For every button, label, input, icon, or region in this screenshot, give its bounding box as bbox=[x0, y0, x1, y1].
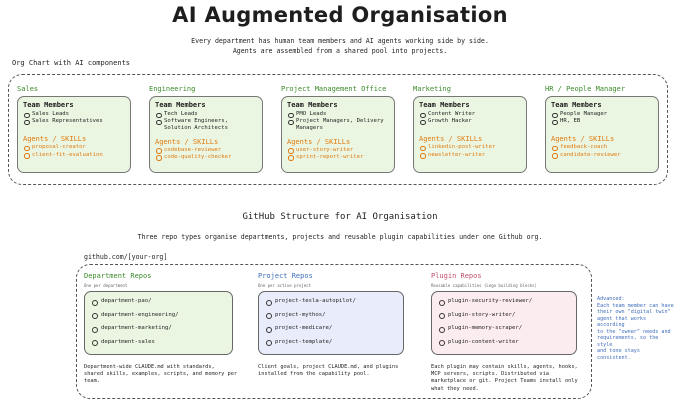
repo-item: project-medicare/ bbox=[265, 322, 397, 336]
team-member: Tech Leads bbox=[155, 111, 257, 119]
department-name-sales: Sales bbox=[17, 85, 39, 93]
github-section-title: GitHub Structure for AI Organisation bbox=[242, 212, 438, 222]
description-line: Department-wide CLAUDE.md with standards… bbox=[84, 364, 215, 370]
repo-card-plugin: plugin-security-reviewer/ plugin-story-w… bbox=[431, 291, 577, 355]
org-chart-container bbox=[8, 74, 668, 185]
note-line: Advanced: bbox=[597, 296, 625, 302]
note-line: Each team member can have bbox=[597, 302, 674, 309]
note-line: and tone stays consistent. bbox=[597, 348, 640, 361]
note-line: to the "owner" needs and bbox=[597, 328, 671, 335]
team-members-heading: Team Members bbox=[155, 101, 206, 109]
department-card-sales: Team Members Sales Leads Sales Represent… bbox=[17, 96, 131, 173]
repo-item: project-tesla-autopilot/ bbox=[265, 295, 397, 309]
repo-group-title-department: Department Repos bbox=[84, 272, 152, 280]
description-line: Client goals, project CLAUDE.md, and plu… bbox=[258, 364, 399, 370]
department-name-pmo: Project Management Office bbox=[281, 85, 387, 93]
team-member: PMO Leads bbox=[287, 111, 389, 119]
repo-item: plugin-content-writer bbox=[438, 336, 570, 350]
agent-item: linkedin-post-writer bbox=[419, 144, 521, 152]
agent-item: codebase-reviewer bbox=[155, 147, 257, 154]
repo-item: plugin-memory-scraper/ bbox=[438, 322, 570, 336]
description-line: team. bbox=[84, 378, 100, 385]
description-line: installed from the capability pool. bbox=[258, 371, 370, 378]
repo-group-description: Each plugin may contain skills, agents, … bbox=[431, 364, 591, 393]
repo-item: department-marketing/ bbox=[91, 322, 226, 336]
team-member: Sales Leads bbox=[23, 111, 125, 119]
agents-heading: Agents / SKILLs bbox=[155, 137, 219, 146]
repo-item: department-engineering/ bbox=[91, 309, 226, 323]
repo-group-title-plugin: Plugin Repos bbox=[431, 272, 482, 280]
repo-card-department: department-pao/ department-engineering/ … bbox=[84, 291, 233, 355]
advanced-note: Advanced: Each team member can have thei… bbox=[597, 296, 675, 361]
team-members-heading: Team Members bbox=[287, 101, 338, 109]
org-chart-label: Org Chart with AI components bbox=[12, 59, 131, 67]
repo-group-description: Client goals, project CLAUDE.md, and plu… bbox=[258, 364, 418, 378]
subtitle-line: Every department has human team members … bbox=[191, 37, 489, 45]
department-card-marketing: Team Members Content Writer Growth Hacke… bbox=[413, 96, 527, 173]
team-member: Growth Hacker bbox=[419, 118, 521, 126]
agents-heading: Agents / SKILLs bbox=[23, 135, 87, 144]
department-name-marketing: Marketing bbox=[413, 85, 451, 93]
agents-heading: Agents / SKILLs bbox=[551, 135, 615, 144]
team-member: Project Managers, Delivery Managers bbox=[287, 118, 389, 132]
agents-heading: Agents / SKILLs bbox=[419, 135, 483, 144]
agent-item: feedback-coach bbox=[551, 144, 653, 152]
description-line: shared skills, examples, scripts, and me… bbox=[84, 371, 238, 378]
repo-item: department-pao/ bbox=[91, 295, 226, 309]
department-name-hr: HR / People Manager bbox=[545, 85, 626, 93]
agents-heading: Agents / SKILLs bbox=[287, 137, 351, 146]
repo-item: plugin-security-reviewer/ bbox=[438, 295, 570, 309]
agent-item: code-quality-checker bbox=[155, 154, 257, 162]
agent-item: candidate-reviewer bbox=[551, 152, 653, 159]
repo-item: department-sales bbox=[91, 336, 226, 350]
team-member: HR, EB bbox=[551, 118, 653, 126]
agent-item: sprint-report-writer bbox=[287, 154, 389, 162]
repo-group-title-project: Project Repos bbox=[258, 272, 313, 280]
team-members-heading: Team Members bbox=[23, 101, 74, 109]
repo-item: project-mythos/ bbox=[265, 309, 397, 323]
department-card-engineering: Team Members Tech Leads Software Enginee… bbox=[149, 96, 263, 173]
description-line: what they need. bbox=[431, 385, 479, 392]
github-org-container bbox=[76, 264, 592, 399]
repo-group-description: Department-wide CLAUDE.md with standards… bbox=[84, 364, 249, 386]
repo-group-subtitle: One per department bbox=[84, 283, 128, 288]
subtitle-line: Agents are assembled from a shared pool … bbox=[232, 46, 448, 55]
github-section-subtitle: Three repo types organise departments, p… bbox=[137, 233, 543, 241]
agent-item: client-fit-evaluation bbox=[23, 152, 125, 159]
repo-item: plugin-story-writer/ bbox=[438, 309, 570, 323]
page-title: AI Augmented Organisation bbox=[172, 3, 508, 27]
agent-item: newsletter-writer bbox=[419, 152, 521, 159]
team-member: Content Writer bbox=[419, 111, 521, 119]
description-line: MCP servers, scripts. Distributed via bbox=[431, 371, 549, 378]
team-member: Software Engineers, Solution Architects bbox=[155, 118, 257, 132]
note-line: requirements, so the style bbox=[597, 335, 659, 348]
department-card-hr: Team Members People Manager HR, EB Agent… bbox=[545, 96, 659, 173]
team-members-heading: Team Members bbox=[419, 101, 470, 109]
repo-card-project: project-tesla-autopilot/ project-mythos/… bbox=[258, 291, 404, 355]
team-member: People Manager bbox=[551, 111, 653, 119]
page-subtitle: Every department has human team members … bbox=[150, 37, 530, 56]
repo-item: project-template/ bbox=[265, 336, 397, 350]
note-line: their own "digital twin" bbox=[597, 309, 671, 315]
repo-group-subtitle: One per active project bbox=[258, 283, 311, 288]
note-line: agent that works according bbox=[597, 315, 647, 329]
agent-item: user-story-writer bbox=[287, 147, 389, 154]
github-org-url: github.com/[your-org] bbox=[84, 253, 168, 261]
description-line: Each plugin may contain skills, agents, … bbox=[431, 364, 578, 370]
department-card-pmo: Team Members PMO Leads Project Managers,… bbox=[281, 96, 395, 173]
team-member: Sales Representatives bbox=[23, 118, 125, 126]
department-name-engineering: Engineering bbox=[149, 85, 196, 93]
description-line: marketplace or git. Project Teams instal… bbox=[431, 378, 578, 385]
agent-item: proposal-creator bbox=[23, 144, 125, 152]
repo-group-subtitle: Reusable capabilities (Lego building blo… bbox=[431, 283, 537, 288]
team-members-heading: Team Members bbox=[551, 101, 602, 109]
